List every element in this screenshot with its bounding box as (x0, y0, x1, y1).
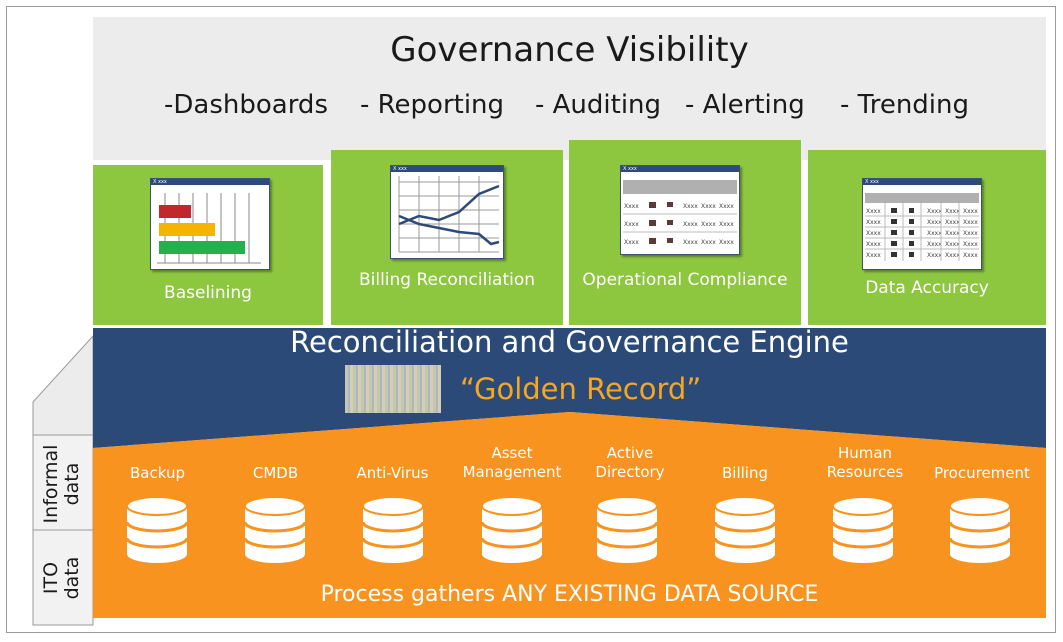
engine-band (93, 328, 1046, 448)
bar-chart-icon: X xxx (150, 178, 270, 270)
line-chart-icon: X xxx (390, 165, 504, 259)
governance-visibility-title: Governance Visibility (390, 30, 749, 70)
svg-text:Xxxx: Xxxx (927, 241, 942, 248)
source-label-procurement: Procurement (934, 464, 1030, 482)
svg-text:Xxxx: Xxxx (866, 252, 881, 259)
svg-text:Xxxx: Xxxx (927, 230, 942, 237)
svg-text:Xxxx: Xxxx (624, 239, 639, 246)
svg-text:Xxxx: Xxxx (719, 221, 734, 228)
mini-window-titlebar: X xxx (151, 179, 269, 185)
svg-text:Xxxx: Xxxx (866, 230, 881, 237)
svg-text:Xxxx: Xxxx (683, 203, 698, 210)
visibility-item-dashboards: -Dashboards (164, 90, 328, 120)
golden-record-thumbnail (345, 365, 441, 413)
line-chart-graphic (398, 176, 500, 253)
svg-text:Xxxx: Xxxx (927, 219, 942, 226)
svg-text:Xxxx: Xxxx (866, 208, 881, 215)
svg-text:Xxxx: Xxxx (719, 203, 734, 210)
panel-label-data-accuracy: Data Accuracy (865, 278, 989, 298)
svg-text:Xxxx: Xxxx (963, 230, 978, 237)
visibility-item-auditing: - Auditing (535, 90, 662, 120)
database-icon (948, 495, 1012, 565)
visibility-item-reporting: - Reporting (360, 90, 505, 120)
database-icon (595, 495, 659, 565)
database-icon (125, 495, 189, 565)
svg-text:Xxxx: Xxxx (683, 221, 698, 228)
source-label-cmdb: CMDB (252, 464, 299, 482)
svg-text:Xxxx: Xxxx (683, 239, 698, 246)
panel-label-baselining: Baselining (164, 283, 252, 303)
database-icon (480, 495, 544, 565)
database-icon (361, 495, 425, 565)
svg-text:Xxxx: Xxxx (945, 252, 960, 259)
svg-text:Xxxx: Xxxx (945, 230, 960, 237)
svg-text:Xxxx: Xxxx (624, 221, 639, 228)
svg-text:Xxxx: Xxxx (927, 252, 942, 259)
svg-text:Xxxx: Xxxx (963, 208, 978, 215)
svg-text:Xxxx: Xxxx (963, 219, 978, 226)
data-sources-band (93, 412, 1046, 618)
svg-text:Xxxx: Xxxx (927, 208, 942, 215)
svg-text:Xxxx: Xxxx (701, 221, 716, 228)
svg-text:Xxxx: Xxxx (963, 241, 978, 248)
engine-title: Reconciliation and Governance Engine (290, 325, 849, 359)
svg-text:Xxxx: Xxxx (701, 203, 716, 210)
bar-chart-graphic (157, 193, 261, 264)
governance-visibility-band (93, 17, 1046, 160)
svg-text:Xxxx: Xxxx (866, 219, 881, 226)
svg-text:Xxxx: Xxxx (945, 219, 960, 226)
svg-text:Xxxx: Xxxx (866, 241, 881, 248)
database-icon (243, 495, 307, 565)
database-icon (713, 495, 777, 565)
golden-record-label: “Golden Record” (460, 372, 702, 406)
source-label-backup: Backup (130, 464, 185, 482)
visibility-item-trending: - Trending (840, 90, 970, 120)
visibility-item-alerting: - Alerting (685, 90, 805, 120)
mini-window-titlebar: X xxx (391, 166, 503, 172)
source-label-billing: Billing (722, 464, 768, 482)
mini-window-titlebar: X xxx (863, 179, 981, 185)
svg-text:Xxxx: Xxxx (945, 241, 960, 248)
database-icon (831, 495, 895, 565)
panel-label-operational-compliance: Operational Compliance (582, 270, 788, 290)
svg-text:Xxxx: Xxxx (701, 239, 716, 246)
panel-label-billing-reconciliation: Billing Reconciliation (358, 270, 536, 290)
svg-text:Xxxx: Xxxx (719, 239, 734, 246)
svg-text:Xxxx: Xxxx (624, 203, 639, 210)
process-text: Process gathers ANY EXISTING DATA SOURCE (320, 582, 819, 607)
mini-window-titlebar: X xxx (621, 166, 739, 172)
source-label-anti-virus: Anti-Virus (356, 464, 429, 482)
svg-text:Xxxx: Xxxx (963, 252, 978, 259)
svg-text:Xxxx: Xxxx (945, 208, 960, 215)
